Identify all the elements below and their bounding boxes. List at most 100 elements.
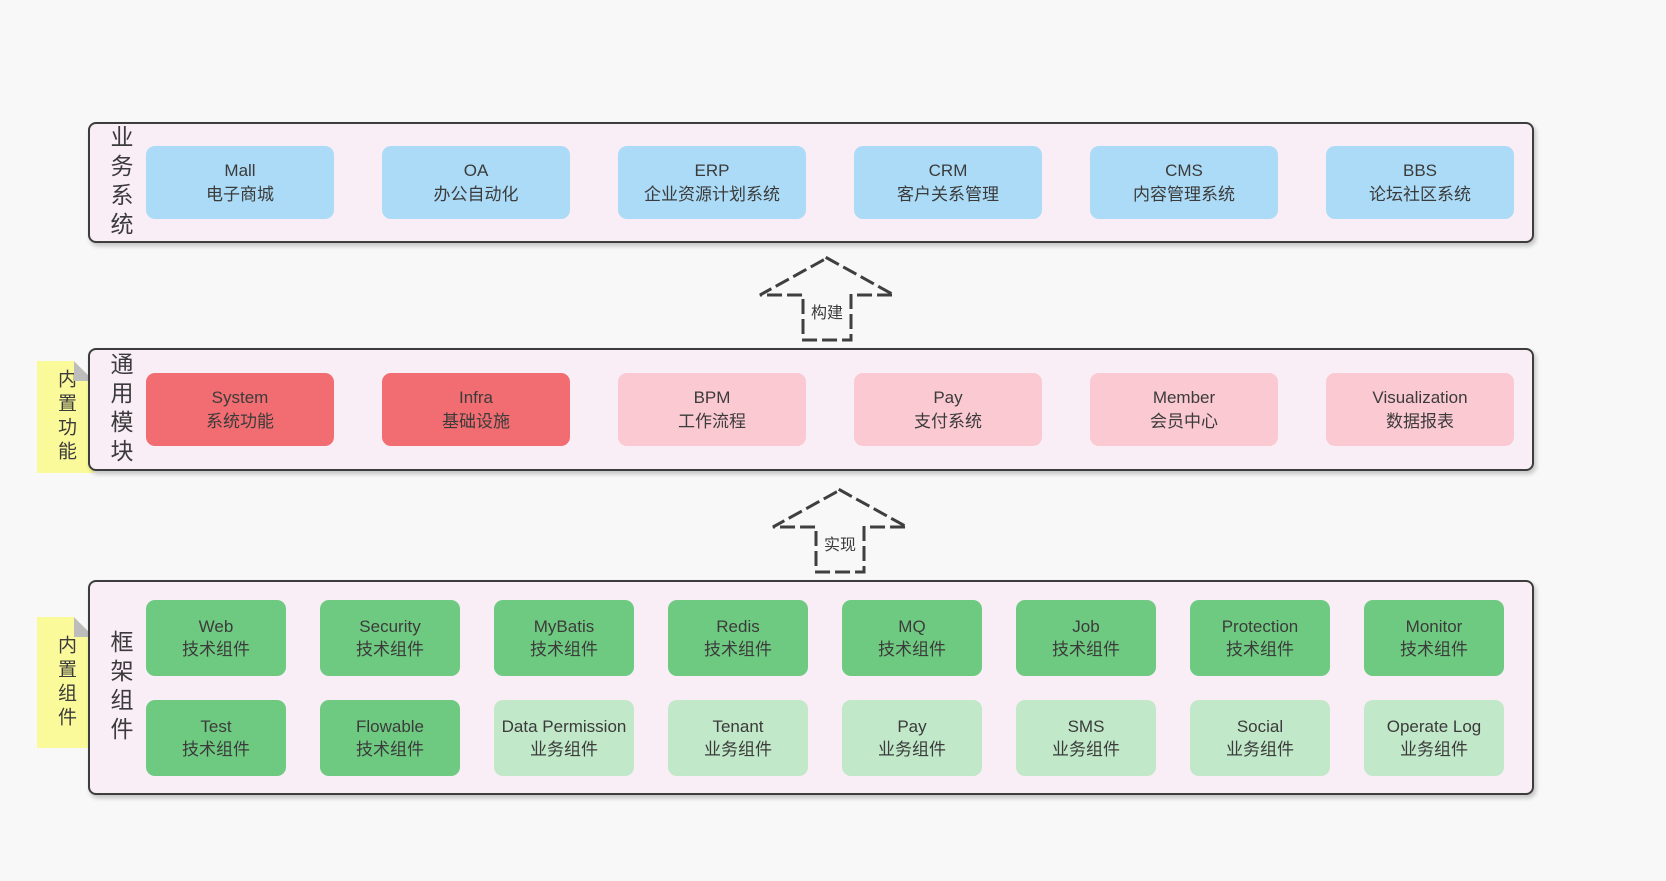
component-name: Protection bbox=[1221, 616, 1299, 636]
component-name: Web bbox=[198, 616, 234, 636]
component-desc: 工作流程 bbox=[678, 411, 746, 431]
component-box-web: Web 技术组件 bbox=[146, 599, 286, 676]
component-desc: 业务组件 bbox=[1400, 739, 1468, 759]
component-desc: 内容管理系统 bbox=[1133, 184, 1235, 204]
component-box-member: Member 会员中心 bbox=[1090, 373, 1278, 446]
arrow-build-label: 构建 bbox=[805, 298, 849, 324]
component-desc: 业务组件 bbox=[704, 739, 772, 759]
component-box-protection: Protection 技术组件 bbox=[1190, 599, 1330, 676]
component-desc: 数据报表 bbox=[1386, 411, 1454, 431]
component-name: BBS bbox=[1402, 160, 1438, 180]
component-name: CMS bbox=[1165, 160, 1203, 180]
component-box-pay: Pay 业务组件 bbox=[842, 699, 982, 776]
component-box-security: Security 技术组件 bbox=[320, 599, 460, 676]
layer-common-modules-label: 通用模块 bbox=[107, 351, 133, 468]
component-box-oa: OA 办公自动化 bbox=[382, 146, 570, 219]
component-name: BPM bbox=[693, 387, 731, 407]
component-box-system: System 系统功能 bbox=[146, 373, 334, 446]
component-box-cms: CMS 内容管理系统 bbox=[1090, 146, 1278, 219]
component-desc: 业务组件 bbox=[878, 739, 946, 759]
component-box-crm: CRM 客户关系管理 bbox=[854, 146, 1042, 219]
component-desc: 电子商城 bbox=[206, 184, 274, 204]
layer-framework-components-label: 框架组件 bbox=[107, 629, 133, 746]
arrow-implement: 实现 bbox=[770, 487, 910, 575]
component-desc: 技术组件 bbox=[878, 639, 946, 659]
component-box-data-permission: Data Permission 业务组件 bbox=[494, 699, 634, 776]
component-desc: 技术组件 bbox=[1400, 639, 1468, 659]
component-name: Monitor bbox=[1405, 616, 1463, 636]
component-desc: 企业资源计划系统 bbox=[644, 184, 780, 204]
component-box-redis: Redis 技术组件 bbox=[668, 599, 808, 676]
common-modules-grid: System 系统功能 Infra 基础设施 BPM 工作流程 Pay 支付系统 Member 会… bbox=[146, 350, 1514, 469]
component-desc: 技术组件 bbox=[704, 639, 772, 659]
component-box-tenant: Tenant 业务组件 bbox=[668, 699, 808, 776]
component-box-job: Job 技术组件 bbox=[1016, 599, 1156, 676]
component-name: Mall bbox=[224, 160, 256, 180]
component-desc: 技术组件 bbox=[182, 739, 250, 759]
component-box-mq: MQ 技术组件 bbox=[842, 599, 982, 676]
arrow-implement-label: 实现 bbox=[818, 530, 862, 556]
dashed-up-arrow-icon bbox=[759, 256, 895, 342]
component-desc: 技术组件 bbox=[356, 639, 424, 659]
component-desc: 支付系统 bbox=[914, 411, 982, 431]
tab-built-in-features-label: 内置功能 bbox=[55, 369, 76, 465]
tab-built-in-components-label: 内置组件 bbox=[55, 634, 76, 731]
component-desc: 系统功能 bbox=[206, 411, 274, 431]
component-desc: 基础设施 bbox=[442, 411, 510, 431]
tab-built-in-components: 内置组件 bbox=[37, 617, 94, 748]
component-desc: 业务组件 bbox=[530, 739, 598, 759]
component-name: Flowable bbox=[355, 716, 425, 736]
component-desc: 会员中心 bbox=[1150, 411, 1218, 431]
component-box-monitor: Monitor 技术组件 bbox=[1364, 599, 1504, 676]
component-name: Visualization bbox=[1372, 387, 1468, 407]
component-box-pay: Pay 支付系统 bbox=[854, 373, 1042, 446]
component-name: Member bbox=[1152, 387, 1216, 407]
component-name: Operate Log bbox=[1386, 716, 1482, 736]
component-name: Pay bbox=[933, 387, 963, 407]
component-name: Pay bbox=[897, 716, 927, 736]
component-name: MQ bbox=[898, 616, 926, 636]
component-name: Tenant bbox=[712, 716, 764, 736]
component-desc: 技术组件 bbox=[530, 639, 598, 659]
component-box-mybatis: MyBatis 技术组件 bbox=[494, 599, 634, 676]
component-desc: 客户关系管理 bbox=[897, 184, 999, 204]
component-name: Social bbox=[1236, 716, 1284, 736]
component-desc: 技术组件 bbox=[1052, 639, 1120, 659]
component-desc: 技术组件 bbox=[182, 639, 250, 659]
component-name: SMS bbox=[1067, 716, 1105, 736]
tab-built-in-features: 内置功能 bbox=[37, 361, 94, 473]
component-name: OA bbox=[463, 160, 489, 180]
component-desc: 办公自动化 bbox=[433, 184, 519, 204]
component-box-mall: Mall 电子商城 bbox=[146, 146, 334, 219]
component-name: MyBatis bbox=[533, 616, 595, 636]
component-box-sms: SMS 业务组件 bbox=[1016, 699, 1156, 776]
layer-common-modules: 通用模块 System 系统功能 Infra 基础设施 BPM 工作流程 Pay 支付系统 Me… bbox=[88, 348, 1534, 471]
layer-business-systems-label: 业务系统 bbox=[107, 124, 133, 241]
component-name: Data Permission bbox=[501, 716, 627, 736]
component-box-bpm: BPM 工作流程 bbox=[618, 373, 806, 446]
component-name: Infra bbox=[458, 387, 494, 407]
component-name: Security bbox=[359, 616, 421, 636]
component-box-infra: Infra 基础设施 bbox=[382, 373, 570, 446]
component-name: System bbox=[211, 387, 269, 407]
component-name: CRM bbox=[928, 160, 968, 180]
dashed-up-arrow-icon bbox=[772, 488, 908, 574]
component-name: Redis bbox=[716, 616, 760, 636]
component-row: System 系统功能 Infra 基础设施 BPM 工作流程 Pay 支付系统 Member 会… bbox=[146, 373, 1514, 446]
component-desc: 论坛社区系统 bbox=[1369, 184, 1471, 204]
arrow-build: 构建 bbox=[757, 255, 897, 343]
component-desc: 技术组件 bbox=[1226, 639, 1294, 659]
component-name: Job bbox=[1072, 616, 1100, 636]
component-desc: 业务组件 bbox=[1052, 739, 1120, 759]
